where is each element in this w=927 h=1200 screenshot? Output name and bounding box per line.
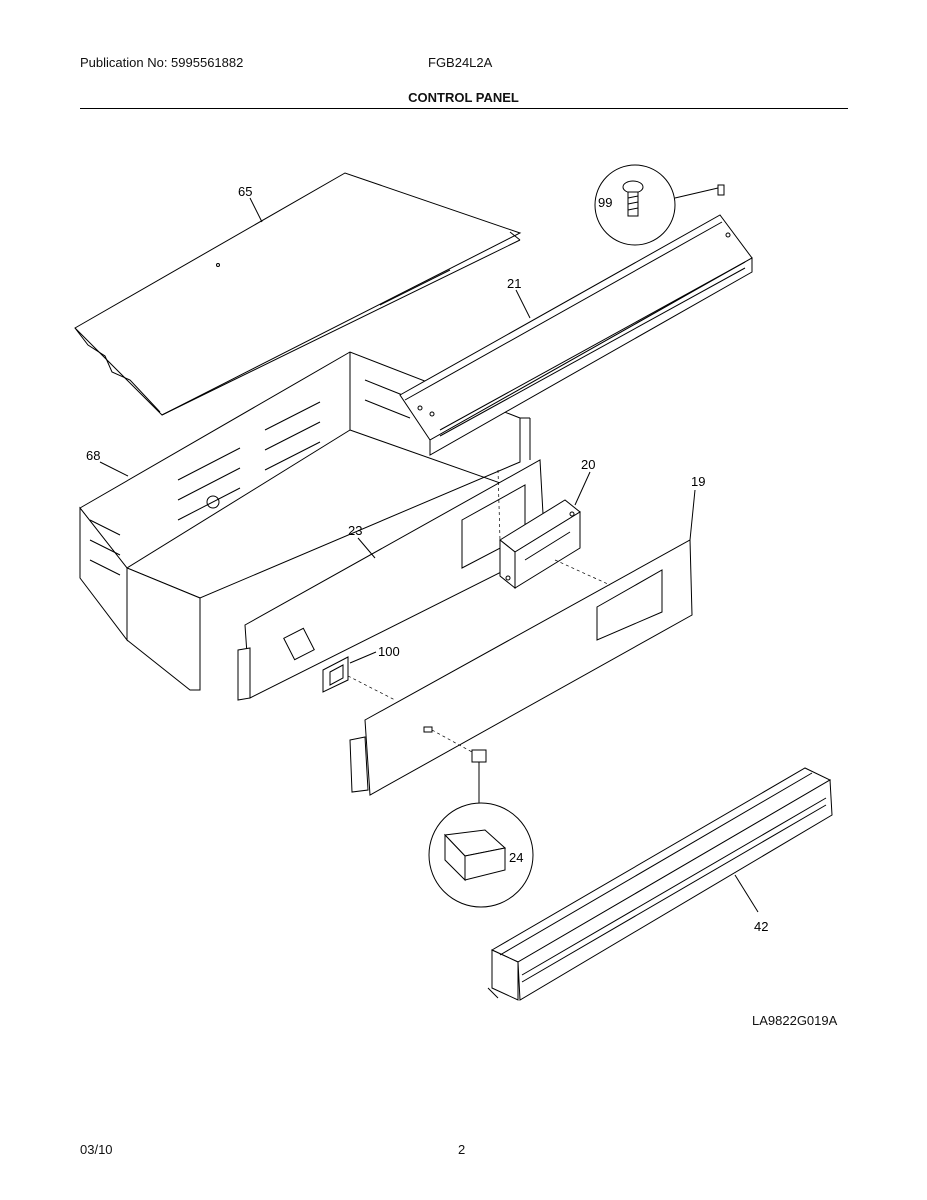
model-number: FGB24L2A <box>428 55 493 70</box>
part-100-small-bracket <box>322 656 349 693</box>
publication-number: Publication No: 5995561882 <box>80 55 244 70</box>
callout-99: 99 <box>598 195 612 210</box>
part-23-bracket-panel <box>237 417 546 701</box>
rail-42-vent-slots <box>521 797 827 983</box>
callout-100: 100 <box>378 644 400 659</box>
footer-date: 03/10 <box>80 1142 113 1157</box>
callout-65: 65 <box>238 184 252 199</box>
part-20-control-board <box>499 499 581 590</box>
page-title: CONTROL PANEL <box>408 90 519 105</box>
assembly-guide-lines <box>347 469 611 753</box>
callout-21: 21 <box>507 276 521 291</box>
header-rule <box>80 108 848 109</box>
callout-20: 20 <box>581 457 595 472</box>
callout-23: 23 <box>348 523 362 538</box>
diagram-code: LA9822G019A <box>752 1013 838 1028</box>
rail-21-vent-slots <box>439 261 746 437</box>
part-65-top-cover <box>74 172 522 416</box>
part-42-lower-rail <box>487 767 833 1001</box>
housing-hole <box>206 495 220 509</box>
part-19-front-panel <box>349 539 693 796</box>
part-21-upper-rail <box>399 214 753 456</box>
part-24-switch-detail <box>428 749 534 908</box>
page-number: 2 <box>458 1142 466 1157</box>
callout-24: 24 <box>509 850 523 865</box>
callout-68: 68 <box>86 448 100 463</box>
callout-42: 42 <box>754 919 768 934</box>
housing-vent-slots <box>89 379 411 576</box>
part-68-housing <box>79 351 521 691</box>
callout-leaders <box>99 197 759 913</box>
part-99-screw-detail <box>594 164 725 246</box>
callout-19: 19 <box>691 474 705 489</box>
